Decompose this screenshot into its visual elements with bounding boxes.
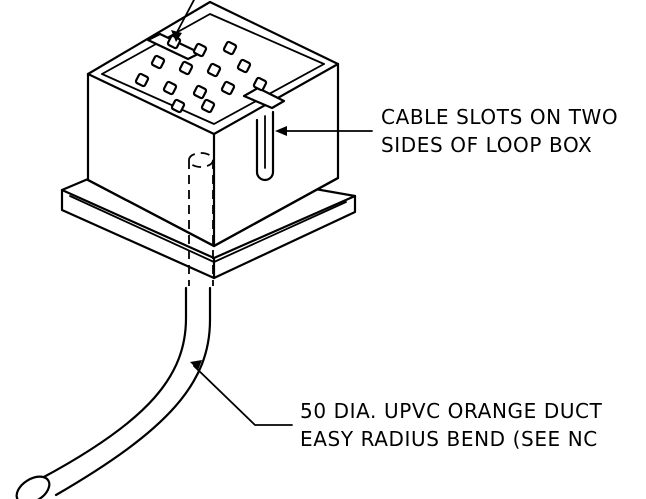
duct-end-opening <box>15 475 51 499</box>
top-leader-arrow <box>171 30 182 42</box>
duct-label-line2: EASY RADIUS BEND (SEE NC <box>300 427 598 451</box>
duct-label-line1: 50 DIA. UPVC ORANGE DUCT <box>300 399 603 423</box>
duct-pipe <box>15 286 212 499</box>
cable-slots-arrow <box>275 126 287 136</box>
top-holes <box>134 34 268 114</box>
loop-box-body <box>86 0 340 248</box>
cable-slots-label-line2: SIDES OF LOOP BOX <box>381 133 592 157</box>
cable-slots-label-line1: CABLE SLOTS ON TWO <box>381 105 618 129</box>
duct-leader-arrow <box>190 360 202 370</box>
duct-leader <box>193 365 293 426</box>
top-leader-line <box>175 0 195 35</box>
hidden-duct <box>188 152 214 286</box>
